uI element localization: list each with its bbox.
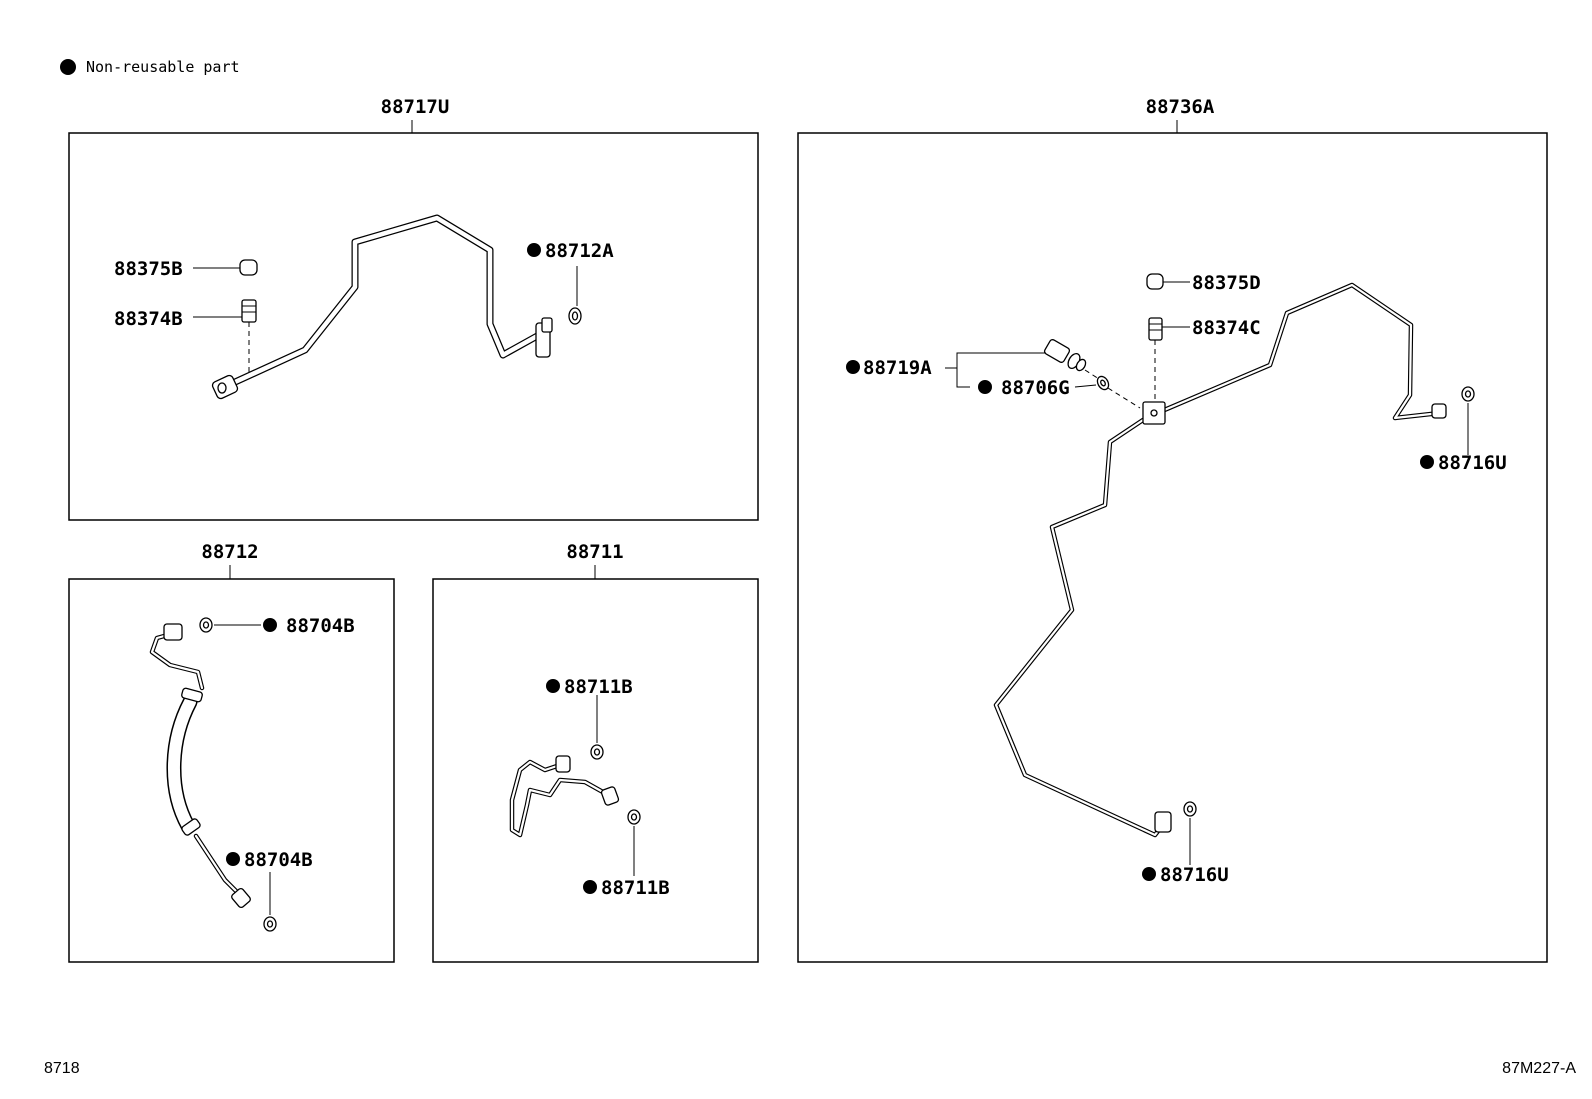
nonreusable-mark-88704b-upper (263, 618, 277, 632)
label-88716u-lower[interactable]: 88716U (1160, 864, 1229, 886)
footer-right-code: 87M227-A (1502, 1060, 1576, 1077)
panel-title-88712: 88712 (201, 541, 258, 563)
oring-88704b-upper (199, 617, 261, 633)
pipe-88711 (509, 755, 620, 838)
label-88374c[interactable]: 88374C (1192, 317, 1261, 339)
hose-88712 (149, 623, 251, 909)
label-88719a[interactable]: 88719A (863, 357, 932, 379)
oring-88706g (1074, 375, 1110, 391)
footer-left-code: 8718 (44, 1060, 80, 1077)
label-88375d[interactable]: 88375D (1192, 272, 1261, 294)
nonreusable-mark-88711b-lower (583, 880, 597, 894)
panel-box-88711 (432, 578, 759, 963)
switch-88719a (945, 339, 1141, 409)
label-88704b-upper[interactable]: 88704B (286, 615, 355, 637)
panel-box-88712 (68, 578, 395, 963)
label-88716u-upper[interactable]: 88716U (1438, 452, 1507, 474)
cap-88375b (193, 259, 258, 276)
nonreusable-mark-88716u-lower (1142, 867, 1156, 881)
label-88706g[interactable]: 88706G (1001, 377, 1070, 399)
nonreusable-mark-88719a (846, 360, 860, 374)
oring-88716u-upper (1461, 386, 1475, 455)
nonreusable-mark-88711b-upper (546, 679, 560, 693)
nonreusable-mark-88706g (978, 380, 992, 394)
panel-box-88736a (797, 132, 1548, 963)
nonreusable-mark-88716u-upper (1420, 455, 1434, 469)
panel-88736a[interactable]: 88736A 88375D 88374C (797, 96, 1548, 963)
oring-88711b-upper (590, 695, 604, 760)
label-88704b-lower[interactable]: 88704B (244, 849, 313, 871)
label-88375b[interactable]: 88375B (114, 258, 183, 280)
nonreusable-mark-88704b-lower (226, 852, 240, 866)
oring-88712a (568, 266, 582, 325)
panel-88711[interactable]: 88711 88711B 88711B (432, 541, 759, 963)
oring-88711b-lower (627, 809, 641, 876)
pipe-88717u (211, 214, 553, 400)
label-88711b-lower[interactable]: 88711B (601, 877, 670, 899)
oring-88704b-lower (263, 872, 277, 932)
valve-88374b (193, 299, 257, 375)
panel-box-88717u (68, 132, 759, 521)
cap-88375d (1146, 273, 1190, 290)
pipe-88736a (993, 282, 1447, 838)
label-88712a[interactable]: 88712A (545, 240, 614, 262)
panel-title-88717u: 88717U (381, 96, 450, 118)
legend-text: Non-reusable part (86, 58, 240, 76)
panel-title-88711: 88711 (566, 541, 623, 563)
panel-88712[interactable]: 88712 88704B 8870 (68, 541, 395, 963)
panel-88717u[interactable]: 88717U 88375B 88374B (68, 96, 759, 521)
valve-88374c (1148, 317, 1190, 400)
label-88711b-upper[interactable]: 88711B (564, 676, 633, 698)
label-88374b[interactable]: 88374B (114, 308, 183, 330)
legend-bullet (60, 59, 76, 75)
oring-88716u-lower (1183, 801, 1197, 865)
panel-title-88736a: 88736A (1146, 96, 1215, 118)
nonreusable-mark-88712a (527, 243, 541, 257)
